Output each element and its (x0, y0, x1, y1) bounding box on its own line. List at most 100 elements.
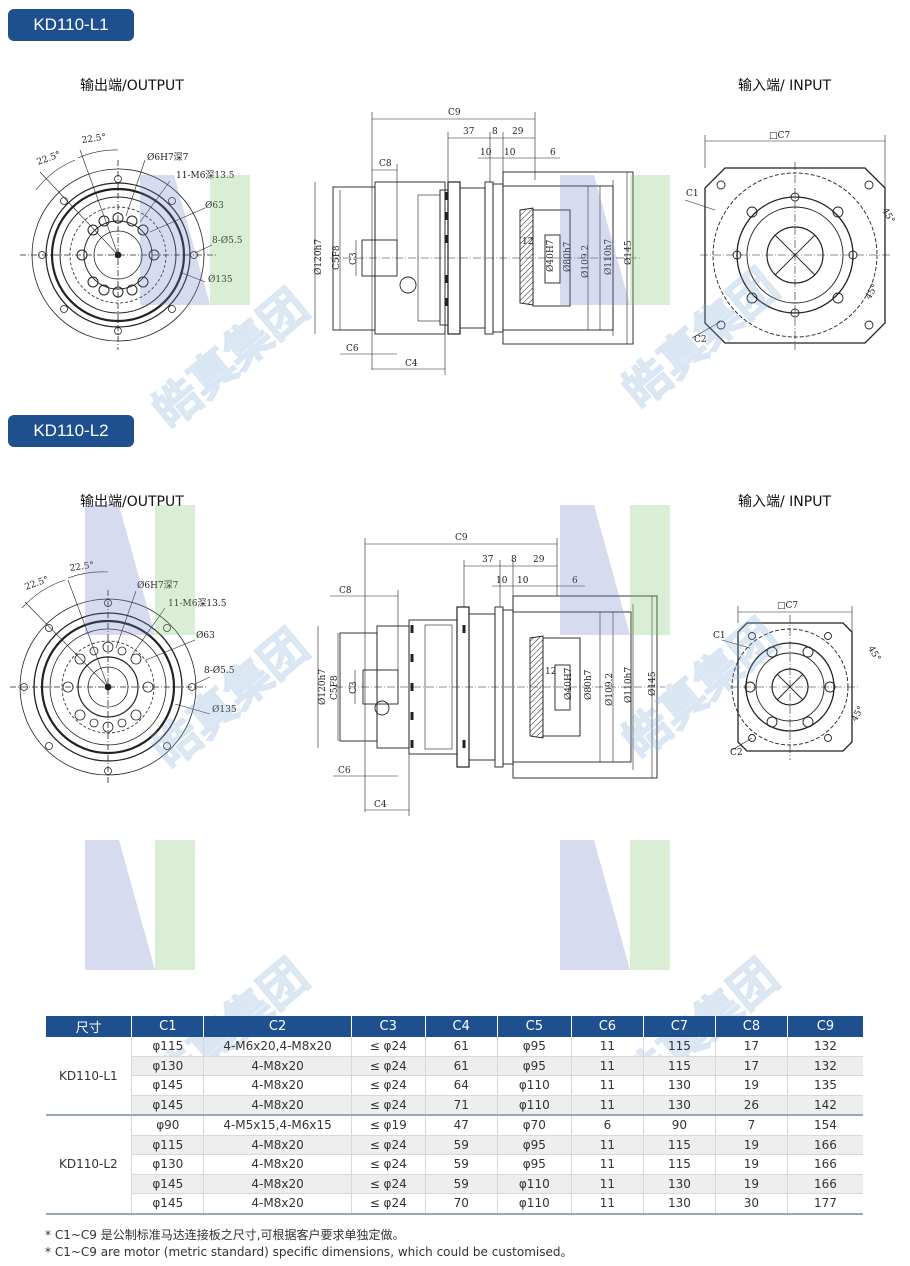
model-badge-l2: KD110-L2 (8, 415, 134, 447)
table-cell-c7: 130 (642, 1193, 716, 1215)
l2-input-view (721, 606, 860, 760)
table-cell-c9: 132 (786, 1037, 863, 1057)
table-cell-c2: 4-M8x20 (203, 1135, 352, 1155)
table-cell-c3: ≤ φ24 (350, 1075, 426, 1096)
input-label-l2: 输入端/ INPUT (738, 494, 832, 510)
svg-text:C8: C8 (379, 159, 392, 169)
svg-text:Ø145: Ø145 (623, 240, 634, 265)
input-label-l1: 输入端/ INPUT (738, 78, 832, 94)
table-cell-c8: 19 (714, 1174, 788, 1194)
table-cell-c3: ≤ φ24 (350, 1135, 426, 1155)
l2-side-view (317, 538, 665, 816)
svg-text:Ø110h7: Ø110h7 (603, 239, 614, 275)
table-cell-c8: 7 (714, 1115, 788, 1136)
table-cell-c1: φ115 (131, 1037, 204, 1057)
table-cell-c5: φ95 (496, 1056, 572, 1076)
svg-text:C6: C6 (346, 344, 359, 354)
table-cell-c7: 130 (642, 1075, 716, 1096)
table-cell-c4: 47 (424, 1115, 498, 1136)
table-cell-c9: 166 (786, 1154, 863, 1175)
table-cell-c1: φ115 (131, 1135, 204, 1155)
table-cell-c5: φ95 (496, 1037, 572, 1057)
svg-text:6: 6 (550, 148, 556, 158)
table-cell-c7: 115 (642, 1056, 716, 1076)
svg-text:Ø40H7: Ø40H7 (545, 239, 556, 272)
table-cell-c6: 11 (570, 1135, 644, 1155)
table-cell-c5: φ70 (496, 1115, 572, 1136)
note-english: * C1~C9 are motor (metric standard) spec… (45, 1245, 573, 1259)
svg-text:Ø40H7: Ø40H7 (563, 667, 574, 700)
model-badge-l1: KD110-L1 (8, 9, 134, 41)
table-cell-c7: 90 (642, 1115, 716, 1136)
svg-text:Ø109.2: Ø109.2 (604, 673, 615, 706)
svg-text:Ø135: Ø135 (212, 704, 237, 715)
output-label-l2: 输出端/OUTPUT (80, 494, 184, 510)
table-cell-c2: 4-M5x15,4-M6x15 (203, 1115, 352, 1136)
svg-text:Ø110h7: Ø110h7 (623, 667, 634, 703)
model-cell: KD110-L2 (45, 1115, 132, 1215)
svg-text:10: 10 (517, 576, 529, 586)
header-c7: C7 (642, 1016, 716, 1037)
table-cell-c1: φ145 (131, 1193, 204, 1215)
svg-text:C9: C9 (455, 533, 468, 543)
header-c1: C1 (131, 1016, 204, 1037)
table-cell-c9: 142 (786, 1095, 863, 1116)
header-size: 尺寸 (44, 1016, 132, 1037)
watermark-layer: 皓真集团 皓真集团 皓真集团 皓真集团 皓真集团 皓真集团 (85, 175, 789, 1060)
table-header-row: 尺寸 C1 C2 C3 C4 C5 C6 C7 C8 C9 (44, 1016, 863, 1037)
svg-text:Ø63: Ø63 (205, 200, 224, 211)
table-cell-c6: 11 (570, 1037, 644, 1057)
svg-text:□C7: □C7 (777, 601, 798, 611)
svg-text:10: 10 (480, 148, 492, 158)
svg-text:8-Ø5.5: 8-Ø5.5 (212, 235, 243, 246)
l2-side-dims: C9 37 8 29 10 10 6 C8 C6 C4 Ø120h7 C5F8 … (317, 533, 658, 810)
svg-text:37: 37 (482, 555, 494, 565)
svg-text:C9: C9 (448, 108, 461, 118)
table-cell-c8: 17 (714, 1037, 788, 1057)
table-cell-c3: ≤ φ24 (350, 1154, 426, 1175)
table-cell-c9: 166 (786, 1174, 863, 1194)
table-cell-c1: φ145 (131, 1075, 204, 1096)
svg-text:Ø120h7: Ø120h7 (313, 239, 324, 275)
table-cell-c2: 4-M8x20 (203, 1095, 352, 1116)
svg-text:C4: C4 (405, 359, 418, 369)
svg-text:C8: C8 (339, 586, 352, 596)
svg-text:22.5°: 22.5° (69, 561, 95, 574)
table-cell-c9: 132 (786, 1056, 863, 1076)
table-cell-c1: φ130 (131, 1056, 204, 1076)
header-c4: C4 (424, 1016, 498, 1037)
svg-text:C1: C1 (686, 189, 699, 199)
note-chinese: * C1~C9 是公制标准马达连接板之尺寸,可根据客户要求单独定做。 (45, 1228, 405, 1242)
svg-text:Ø6H7深7: Ø6H7深7 (147, 152, 189, 163)
table-cell-c4: 70 (424, 1193, 498, 1215)
table-cell-c9: 177 (786, 1193, 863, 1215)
table-cell-c8: 19 (714, 1154, 788, 1175)
table-cell-c8: 26 (714, 1095, 788, 1116)
svg-text:C2: C2 (730, 748, 743, 758)
header-c2: C2 (203, 1016, 352, 1037)
technical-drawings: 22.5° 22.5° Ø6H7深7 11-M6深13.5 Ø63 8-Ø5.5… (10, 108, 896, 816)
table-cell-c1: φ145 (131, 1174, 204, 1194)
table-cell-c8: 30 (714, 1193, 788, 1215)
table-cell-c6: 11 (570, 1154, 644, 1175)
table-cell-c2: 4-M6x20,4-M8x20 (203, 1037, 352, 1057)
svg-text:Ø6H7深7: Ø6H7深7 (137, 580, 179, 591)
svg-text:C6: C6 (338, 766, 351, 776)
table-cell-c2: 4-M8x20 (203, 1075, 352, 1096)
svg-text:11-M6深13.5: 11-M6深13.5 (168, 598, 227, 609)
svg-text:29: 29 (512, 127, 524, 137)
svg-text:Ø135: Ø135 (208, 274, 233, 285)
table-cell-c3: ≤ φ24 (350, 1095, 426, 1116)
svg-text:10: 10 (504, 148, 516, 158)
svg-text:8: 8 (511, 555, 517, 565)
table-cell-c6: 11 (570, 1075, 644, 1096)
table-cell-c7: 130 (642, 1174, 716, 1194)
svg-text:C5F8: C5F8 (330, 675, 340, 700)
